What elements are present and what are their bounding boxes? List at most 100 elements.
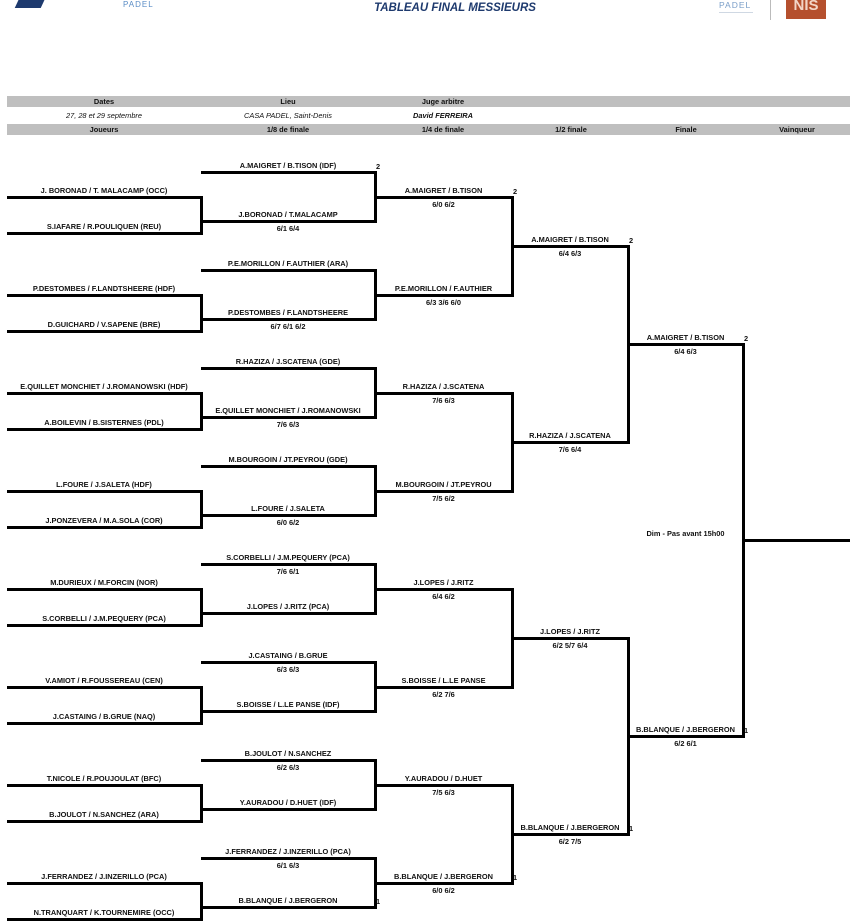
r16-line — [201, 367, 375, 370]
r16-line — [201, 171, 375, 174]
sf-line — [512, 832, 628, 836]
seed-number: 1 — [513, 872, 518, 882]
r16-line — [201, 906, 375, 909]
qualifier-line — [7, 330, 201, 333]
qf-line — [375, 587, 512, 591]
sponsor-logo-right: NIS — [786, 0, 826, 19]
r16-score: 6/3 6/3 — [276, 665, 300, 674]
col-winner: Vainqueur — [779, 125, 815, 134]
final-score: 6/4 6/3 — [674, 346, 697, 356]
r16-line — [201, 465, 375, 468]
seed-number: 1 — [744, 725, 749, 735]
seed-number: 2 — [744, 333, 749, 343]
r16-line — [201, 759, 375, 762]
r16-line — [201, 220, 375, 223]
seed-number: 2 — [513, 186, 518, 196]
lieu-label: Lieu — [280, 97, 296, 106]
r16-line — [201, 416, 375, 419]
qualifier-name: M.DURIEUX / M.FORCIN (NOR) — [50, 578, 158, 587]
qf-name: R.HAZIZA / J.SCATENA — [402, 381, 485, 391]
r16-score: 7/6 6/3 — [276, 420, 300, 429]
padel-label-left: PADEL — [123, 0, 154, 9]
qualifier-line — [7, 392, 201, 395]
r16-name: P.DESTOMBES / F.LANDTSHEERE — [227, 308, 349, 317]
qualifier-line — [7, 526, 201, 529]
seed-number: 2 — [376, 162, 381, 171]
final-name: A.MAIGRET / B.TISON — [646, 332, 725, 342]
winner-line — [743, 538, 850, 542]
r16-line — [201, 612, 375, 615]
qualifier-line — [7, 820, 201, 823]
r16-line — [201, 710, 375, 713]
federation-logo-left — [14, 0, 48, 8]
qf-name: B.BLANQUE / J.BERGERON — [394, 871, 493, 881]
qf-name: M.BOURGOIN / JT.PEYROU — [395, 479, 492, 489]
qualifier-name: S.CORBELLI / J.M.PEQUERY (PCA) — [42, 614, 166, 623]
qualifier-connector — [200, 588, 203, 627]
seed-number: 1 — [629, 823, 634, 833]
qualifier-line — [7, 232, 201, 235]
qf-name: P.E.MORILLON / F.AUTHIER — [394, 283, 493, 293]
qualifier-name: D.GUICHARD / V.SAPENE (BRE) — [47, 320, 161, 329]
r16-name: L.FOURE / J.SALETA — [251, 504, 325, 513]
col-sf: 1/2 finale — [555, 125, 587, 134]
r16-name: Y.AURADOU / D.HUET (IDF) — [239, 798, 337, 807]
qualifier-line — [7, 624, 201, 627]
qf-name: J.LOPES / J.RITZ — [413, 577, 474, 587]
columns-header-bar — [7, 124, 850, 135]
col-joueurs: Joueurs — [89, 125, 119, 134]
qualifier-name: J.FERRANDEZ / J.INZERILLO (PCA) — [41, 872, 167, 881]
page-title: TABLEAU FINAL MESSIEURS — [374, 2, 536, 14]
qualifier-name: V.AMIOT / R.FOUSSEREAU (CEN) — [45, 676, 163, 685]
r16-line — [201, 857, 375, 860]
sf-name: J.LOPES / J.RITZ — [540, 626, 600, 636]
r16-name: B.BLANQUE / J.BERGERON — [238, 896, 338, 905]
seed-number: 1 — [376, 897, 381, 906]
qualifier-name: L.FOURE / J.SALETA (HDF) — [56, 480, 152, 489]
qf-score: 7/6 6/3 — [432, 395, 455, 405]
qualifier-line — [7, 686, 201, 689]
col-final: Finale — [675, 125, 697, 134]
r16-name: E.QUILLET MONCHIET / J.ROMANOWSKI — [215, 406, 361, 415]
qf-score: 6/0 6/2 — [432, 885, 455, 895]
qualifier-name: A.BOILEVIN / B.SISTERNES (PDL) — [44, 418, 164, 427]
juge-label: Juge arbitre — [421, 97, 465, 106]
qualifier-connector — [200, 294, 203, 333]
sf-name: R.HAZIZA / J.SCATENA — [529, 430, 611, 440]
final-name: B.BLANQUE / J.BERGERON — [636, 724, 735, 734]
sf-line — [512, 440, 628, 444]
qualifier-name: P.DESTOMBES / F.LANDTSHEERE (HDF) — [32, 284, 176, 293]
qf-line — [375, 195, 512, 199]
r16-name: J.CASTAING / B.GRUE — [248, 651, 328, 660]
lieu-value: CASA PADEL, Saint-Denis — [244, 111, 332, 120]
r16-line — [201, 808, 375, 811]
qf-line — [375, 881, 512, 885]
sf-name: B.BLANQUE / J.BERGERON — [520, 822, 620, 832]
qualifier-name: B.JOULOT / N.SANCHEZ (ARA) — [49, 810, 159, 819]
r16-name: J.FERRANDEZ / J.INZERILLO (PCA) — [225, 847, 351, 856]
sf-score: 6/2 7/5 — [558, 836, 582, 846]
r16-line — [201, 318, 375, 321]
logo-divider — [770, 0, 771, 20]
sf-score: 7/6 6/4 — [558, 444, 582, 454]
qf-line — [375, 783, 512, 787]
r16-name: S.BOISSE / L.LE PANSE (IDF) — [236, 700, 340, 709]
sf-score: 6/4 6/3 — [558, 248, 582, 258]
final-line — [628, 342, 743, 346]
qf-score: 6/4 6/2 — [432, 591, 455, 601]
r16-name: P.E.MORILLON / F.AUTHIER (ARA) — [227, 259, 349, 268]
qualifier-line — [7, 490, 201, 493]
qf-score: 6/0 6/2 — [432, 199, 455, 209]
qualifier-line — [7, 722, 201, 725]
sf-name: A.MAIGRET / B.TISON — [531, 234, 609, 244]
qualifier-name: J.PONZEVERA / M.A.SOLA (COR) — [45, 516, 163, 525]
qualifier-line — [7, 294, 201, 297]
qualifier-connector — [200, 686, 203, 725]
sf-line — [512, 636, 628, 640]
qualifier-name: E.QUILLET MONCHIET / J.ROMANOWSKI (HDF) — [20, 382, 188, 391]
qf-name: A.MAIGRET / B.TISON — [404, 185, 483, 195]
qf-name: Y.AURADOU / D.HUET — [404, 773, 483, 783]
final-schedule-note: Dim - Pas avant 15h00 — [646, 528, 725, 538]
qualifier-connector — [200, 490, 203, 529]
qf-line — [375, 489, 512, 493]
